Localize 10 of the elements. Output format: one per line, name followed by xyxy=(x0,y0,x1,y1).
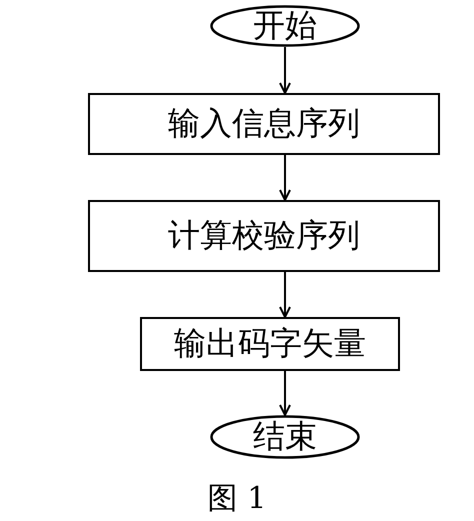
arrow xyxy=(279,371,291,416)
process-box: 计算校验序列 xyxy=(88,200,440,272)
terminal-ellipse: 结束 xyxy=(210,415,360,459)
process-box: 输出码字矢量 xyxy=(140,317,400,371)
arrow xyxy=(279,272,291,318)
arrow xyxy=(279,155,291,201)
figure-caption: 图 1 xyxy=(206,480,268,518)
arrow xyxy=(279,47,291,94)
terminal-ellipse: 开始 xyxy=(210,5,360,47)
process-box: 输入信息序列 xyxy=(88,93,440,155)
